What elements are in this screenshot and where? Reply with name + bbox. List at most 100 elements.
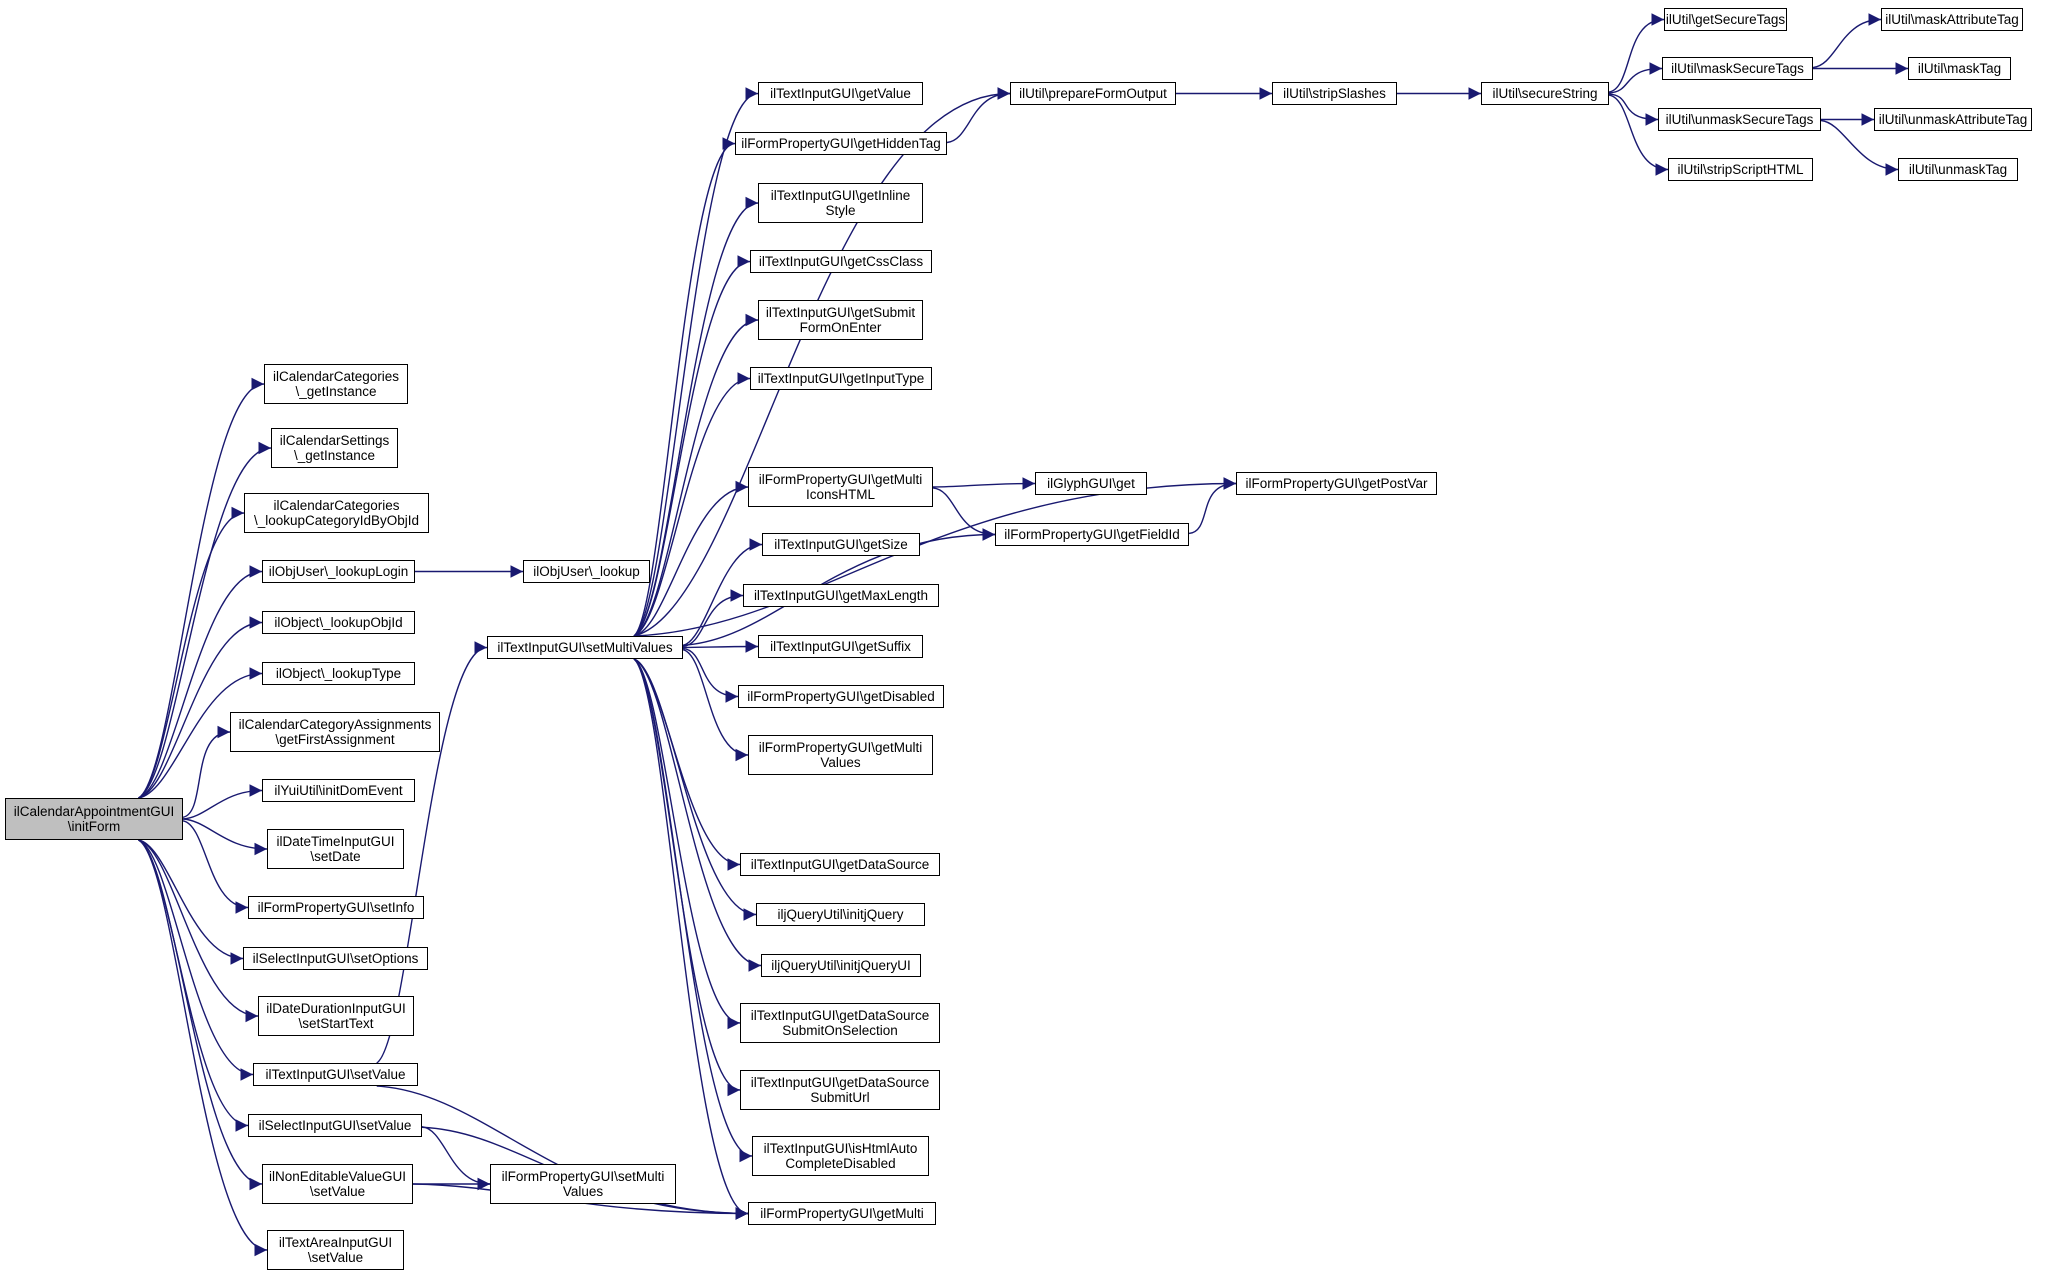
node-n30[interactable]: ilTextInputGUI\getSuffix (758, 635, 923, 658)
edge-n0-to-n2 (138, 441, 272, 799)
node-n4[interactable]: ilObjUser\_lookupLogin (262, 560, 415, 583)
node-n47[interactable]: ilUtil\unmaskSecureTags (1658, 108, 1821, 131)
node-n46[interactable]: ilUtil\maskSecureTags (1662, 57, 1813, 80)
node-n43[interactable]: ilUtil\stripSlashes (1272, 82, 1397, 105)
edge-n0-to-n11 (138, 839, 244, 965)
edge-n18-to-n21 (633, 87, 759, 637)
node-n2[interactable]: ilCalendarSettings \_getInstance (271, 428, 398, 468)
edge-n18-to-n42 (633, 477, 1237, 637)
node-n40[interactable]: ilGlyphGUI\get (1035, 472, 1147, 495)
edge-n44-to-n46 (1608, 62, 1663, 94)
node-n32[interactable]: ilFormPropertyGUI\getMulti Values (748, 735, 933, 775)
node-n0[interactable]: ilCalendarAppointmentGUI \initForm (5, 798, 183, 840)
node-n48[interactable]: ilUtil\stripScriptHTML (1668, 158, 1813, 181)
edge-n27-to-n41 (932, 487, 996, 541)
node-n52[interactable]: ilUtil\unmaskTag (1898, 158, 2018, 181)
edge-n41-to-n42 (1188, 477, 1237, 535)
node-n25[interactable]: ilTextInputGUI\getSubmit FormOnEnter (758, 300, 923, 340)
node-n29[interactable]: ilTextInputGUI\getMaxLength (743, 584, 939, 607)
edge-n18-to-n39 (633, 87, 1011, 637)
node-n45[interactable]: ilUtil\getSecureTags (1664, 8, 1787, 31)
node-n37[interactable]: ilTextInputGUI\getDataSource SubmitUrl (740, 1070, 940, 1110)
edge-n0-to-n5 (138, 616, 263, 799)
node-n33[interactable]: ilTextInputGUI\getDataSource (740, 853, 940, 876)
node-n3[interactable]: ilCalendarCategories \_lookupCategoryIdB… (244, 493, 429, 533)
node-n10[interactable]: ilFormPropertyGUI\setInfo (248, 896, 424, 919)
node-n51[interactable]: ilUtil\unmaskAttributeTag (1874, 108, 2032, 131)
edge-n18-to-n38 (633, 658, 753, 1163)
node-n21[interactable]: ilTextInputGUI\getValue (758, 82, 923, 105)
edge-n27-to-n40 (932, 477, 1036, 490)
edge-n0-to-n13 (138, 839, 254, 1081)
edge-n18-to-n31 (682, 647, 739, 703)
node-n16[interactable]: ilTextAreaInputGUI \setValue (267, 1230, 404, 1270)
node-n49[interactable]: ilUtil\maskAttributeTag (1881, 8, 2023, 31)
edge-n0-to-n4 (138, 565, 263, 799)
edge-n18-to-n26 (633, 372, 751, 637)
node-n36[interactable]: ilTextInputGUI\getDataSource SubmitOnSel… (740, 1003, 940, 1043)
edge-n18-to-n30 (682, 640, 759, 653)
node-n8[interactable]: ilYuiUtil\initDomEvent (262, 779, 415, 802)
node-n5[interactable]: ilObject\_lookupObjId (262, 611, 415, 634)
node-n39[interactable]: ilUtil\prepareFormOutput (1010, 82, 1176, 105)
edge-n18-to-n25 (633, 313, 759, 637)
edge-n0-to-n1 (138, 377, 265, 799)
node-n42[interactable]: ilFormPropertyGUI\getPostVar (1236, 472, 1437, 495)
node-n27[interactable]: ilFormPropertyGUI\getMulti IconsHTML (748, 467, 933, 507)
edge-n18-to-n28 (682, 538, 763, 647)
node-n28[interactable]: ilTextInputGUI\getSize (762, 533, 920, 556)
edge-n0-to-n6 (138, 667, 263, 799)
node-n19[interactable]: ilFormPropertyGUI\setMulti Values (490, 1164, 676, 1204)
node-n23[interactable]: ilTextInputGUI\getInline Style (758, 183, 923, 223)
edge-n0-to-n10 (182, 820, 249, 914)
edge-n18-to-n32 (682, 648, 749, 762)
node-n13[interactable]: ilTextInputGUI\setValue (253, 1063, 418, 1086)
node-n38[interactable]: ilTextInputGUI\isHtmlAuto CompleteDisabl… (752, 1136, 929, 1176)
node-n50[interactable]: ilUtil\maskTag (1908, 57, 2011, 80)
node-n9[interactable]: ilDateTimeInputGUI \setDate (267, 829, 404, 869)
node-n22[interactable]: ilFormPropertyGUI\getHiddenTag (735, 132, 947, 155)
edge-n18-to-n35 (633, 658, 762, 972)
node-n18[interactable]: ilTextInputGUI\setMultiValues (487, 636, 683, 659)
edge-n18-to-n22 (633, 137, 736, 637)
node-n14[interactable]: ilSelectInputGUI\setValue (248, 1114, 422, 1137)
edge-n13-to-n20 (376, 1085, 749, 1220)
node-n35[interactable]: iljQueryUtil\initjQueryUI (761, 954, 921, 977)
edge-n18-to-n33 (633, 658, 741, 871)
edge-n18-to-n36 (633, 658, 741, 1030)
node-n41[interactable]: ilFormPropertyGUI\getFieldId (995, 523, 1189, 546)
node-n24[interactable]: ilTextInputGUI\getCssClass (750, 250, 932, 273)
node-n15[interactable]: ilNonEditableValueGUI \setValue (262, 1164, 413, 1204)
edge-n18-to-n37 (633, 658, 741, 1097)
edge-n0-to-n16 (138, 839, 268, 1257)
edge-n18-to-n27 (633, 480, 749, 637)
node-n11[interactable]: ilSelectInputGUI\setOptions (243, 947, 428, 970)
node-n31[interactable]: ilFormPropertyGUI\getDisabled (738, 685, 944, 708)
node-n20[interactable]: ilFormPropertyGUI\getMulti (748, 1202, 936, 1225)
node-n12[interactable]: ilDateDurationInputGUI \setStartText (258, 996, 414, 1036)
node-n7[interactable]: ilCalendarCategoryAssignments \getFirstA… (230, 712, 440, 752)
node-n44[interactable]: ilUtil\secureString (1481, 82, 1609, 105)
node-n17[interactable]: ilObjUser\_lookup (523, 560, 650, 583)
edge-n0-to-n9 (182, 818, 268, 856)
node-n34[interactable]: iljQueryUtil\initjQuery (756, 903, 925, 926)
edge-n47-to-n52 (1820, 119, 1899, 176)
edge-n44-to-n48 (1608, 94, 1669, 176)
edge-n22-to-n39 (946, 87, 1011, 144)
edge-n0-to-n15 (138, 839, 263, 1191)
edge-n46-to-n49 (1812, 13, 1882, 69)
edge-n18-to-n34 (633, 658, 757, 921)
node-n1[interactable]: ilCalendarCategories \_getInstance (264, 364, 408, 404)
edge-n44-to-n45 (1608, 13, 1665, 93)
edge-n0-to-n3 (138, 506, 245, 799)
edge-n0-to-n7 (182, 725, 231, 818)
edge-n0-to-n8 (182, 784, 263, 820)
node-n26[interactable]: ilTextInputGUI\getInputType (750, 367, 932, 390)
edge-n18-to-n20 (633, 658, 749, 1220)
edge-n44-to-n47 (1608, 93, 1659, 126)
edge-n14-to-n19 (421, 1125, 491, 1191)
edge-n18-to-n24 (633, 255, 751, 637)
node-n6[interactable]: ilObject\_lookupType (262, 662, 415, 685)
